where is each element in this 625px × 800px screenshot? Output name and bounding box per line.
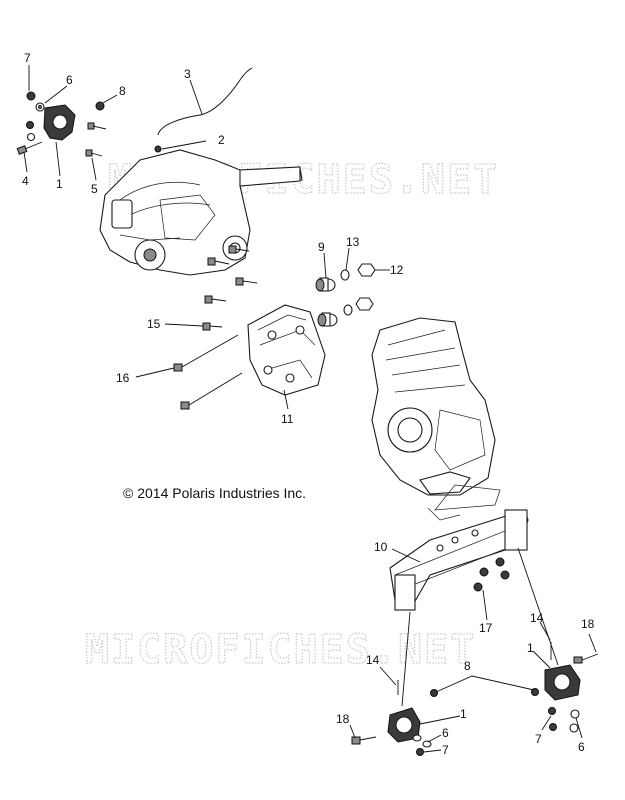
callout-7: 7 [442,743,449,757]
callout-5: 5 [91,182,98,196]
engine [371,317,501,511]
leader-lines [23,65,597,753]
callout-18: 18 [336,712,350,726]
callout-7: 7 [535,732,542,746]
nut [430,689,438,697]
callout-13: 13 [346,235,360,249]
callout-17: 17 [479,621,493,635]
crossmember [389,509,529,611]
callout-14: 14 [366,653,380,667]
bolt [85,149,103,157]
mount-bolts [202,245,258,331]
rubber-mount-right [544,664,581,701]
washer [343,304,353,316]
nut [357,263,376,277]
nut [26,91,36,101]
watermark-bottom: MICROFICHES.NET [85,627,476,673]
bolt [573,653,599,664]
bolt [87,122,107,130]
engine-mount-bracket [247,304,326,396]
bolt [351,736,377,745]
bushing [315,277,336,292]
rubber-mount-left [387,707,421,743]
callout-1: 1 [527,641,534,655]
nut [355,297,374,311]
bushing [317,312,338,327]
washer [422,740,432,748]
long-bolt [180,372,243,410]
callout-3: 3 [184,67,191,81]
callout-8: 8 [464,659,471,673]
bolt [16,141,43,155]
vent-hose [157,67,253,136]
nuts [473,557,510,592]
washer [569,723,579,733]
washer [570,709,580,719]
bolt [95,101,105,111]
callout-18: 18 [581,617,595,631]
washer [340,269,350,281]
washer [26,132,36,142]
copyright-notice: © 2014 Polaris Industries Inc. [123,485,306,501]
callout-6: 6 [66,73,73,87]
nut [549,723,557,731]
callout-16: 16 [116,371,130,385]
callout-8: 8 [119,84,126,98]
shift-position-sensor [43,104,76,141]
callout-15: 15 [147,317,161,331]
callout-1: 1 [56,177,63,191]
callout-10: 10 [374,540,388,554]
callout-7: 7 [24,51,31,65]
callout-6: 6 [442,726,449,740]
callout-2: 2 [218,133,225,147]
nut [26,121,34,129]
nut [548,707,556,715]
callout-12: 12 [390,263,404,277]
callout-9: 9 [318,240,325,254]
hose-clip [154,145,162,153]
callout-11: 11 [281,412,294,426]
nut [416,748,424,756]
washer [412,734,422,742]
callout-14: 14 [530,611,544,625]
callout-1: 1 [460,707,467,721]
callout-6: 6 [578,740,585,754]
long-bolt [173,334,239,372]
callout-4: 4 [22,174,29,188]
